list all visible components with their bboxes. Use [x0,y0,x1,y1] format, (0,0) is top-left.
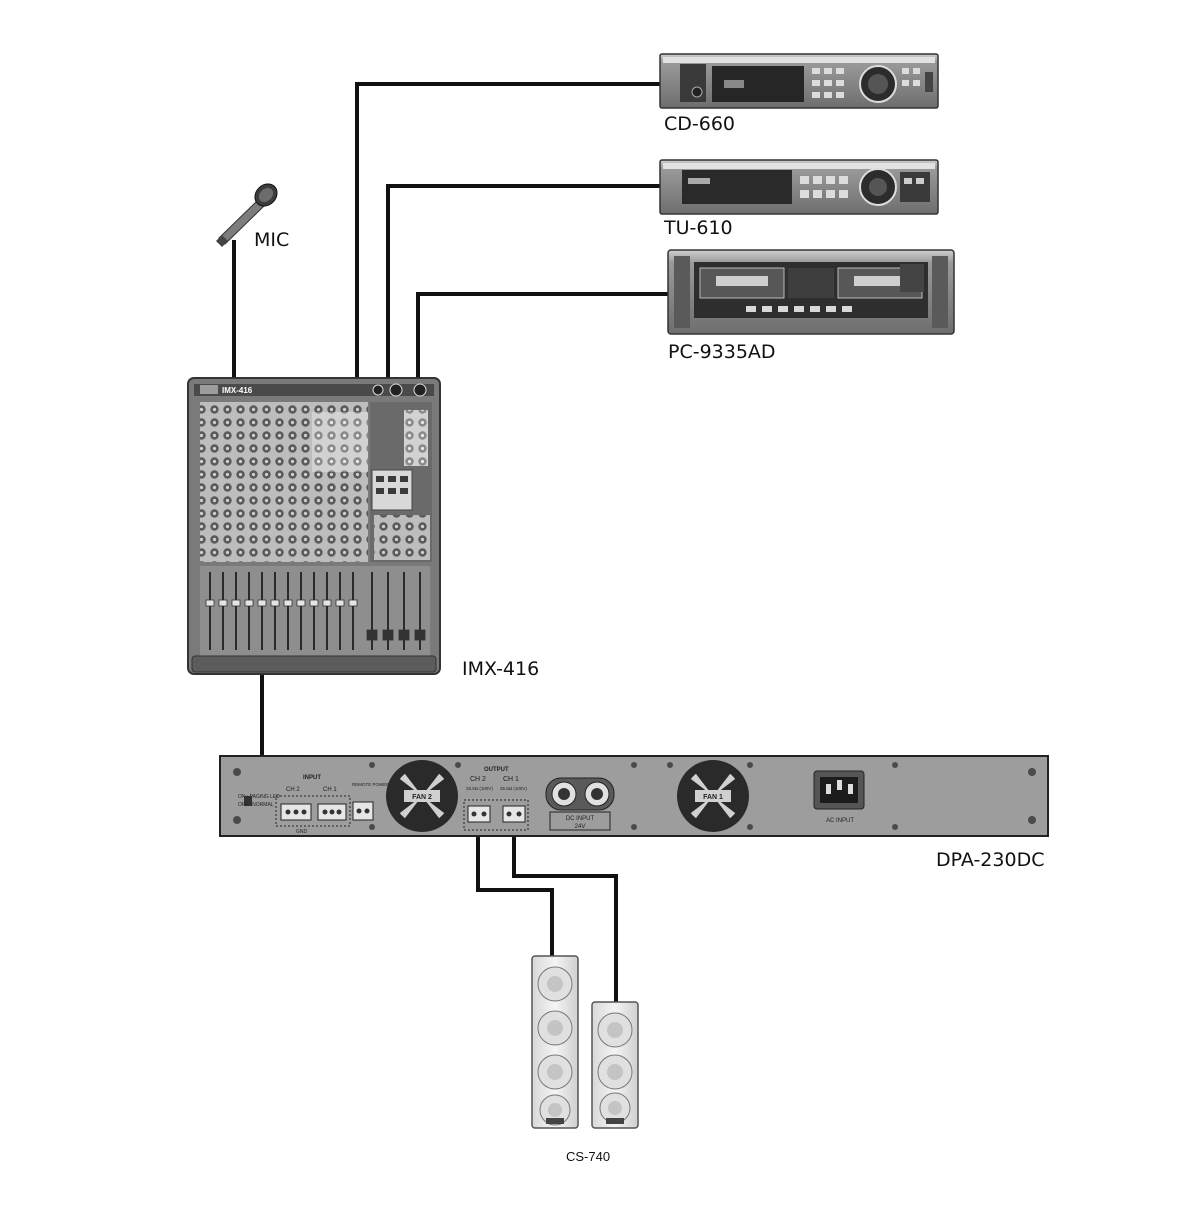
mixer-label: IMX-416 [462,658,540,680]
cassette-label: PC-9335AD [668,341,776,363]
amplifier-unit: ON : PAGING LED OFF : NORMAL INPUT CH 2 … [219,755,1049,837]
dc-input-label: DC INPUT [566,816,595,822]
amp-output-ch1-spec: 25.5Ω (100V) [500,786,527,791]
tuner-unit [659,159,939,215]
cable-cassette-to-mixer [416,292,670,385]
dc-voltage-label: 24V [575,824,586,830]
amp-input-ch1-label: CH 1 [323,787,337,793]
mic-label: MIC [254,229,290,251]
cd-player-unit [659,53,939,109]
ac-input-label: AC INPUT [826,818,854,824]
amp-input-ch2-label: CH 2 [286,787,300,793]
fan-1-label: FAN 1 [703,794,723,801]
ac-input-socket-icon [813,770,865,810]
cable-cd-to-mixer [355,82,665,382]
speaker-left-icon [531,955,579,1129]
amplifier-label: DPA-230DC [936,849,1045,871]
cable-amp-ch2-to-speaker-left [476,823,554,958]
fan-1-icon: FAN 1 [677,760,749,832]
amp-output-label: OUTPUT [484,767,509,773]
amp-output-ch1-label: CH 1 [503,776,519,783]
amp-output-ch2-spec: 25.5Ω (100V) [466,786,493,791]
cd-player-label: CD-660 [664,113,736,135]
speakers-label: CS-740 [566,1149,611,1164]
cable-tuner-to-mixer [386,184,665,385]
fan-2-label: FAN 2 [412,794,432,801]
microphone-icon [216,183,278,247]
tuner-label: TU-610 [664,217,733,239]
amp-remote-power-label: REMOTE POWER [352,782,390,787]
speaker-right-icon [591,1001,639,1129]
amp-on-paging-label: ON : PAGING LED [238,794,280,800]
fan-2-icon: FAN 2 [386,760,458,832]
amp-input-label: INPUT [303,775,321,781]
amp-off-normal-label: OFF : NORMAL [238,802,274,808]
cable-amp-ch1-to-speaker-right [512,823,618,1003]
amp-gnd-label: GND [296,829,308,835]
mixer-unit: IMX-416 [187,377,441,675]
amp-output-ch2-label: CH 2 [470,776,486,783]
mixer-panel-title: IMX-416 [222,386,253,395]
cassette-unit [667,249,955,335]
